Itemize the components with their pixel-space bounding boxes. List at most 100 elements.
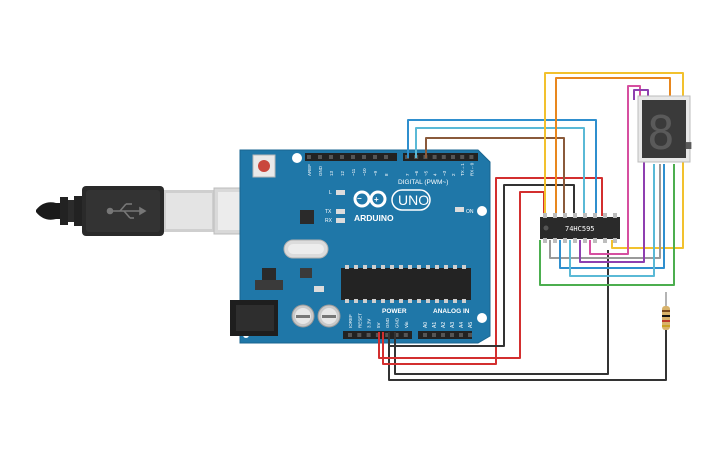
power-pin-label: GND — [395, 317, 400, 328]
power-pin[interactable] — [394, 333, 399, 337]
wire-gray[interactable] — [549, 164, 661, 259]
analog-pin[interactable] — [459, 333, 463, 337]
atmega-pin — [390, 299, 394, 303]
chip-pin[interactable] — [563, 213, 567, 218]
digital-pin-label: 13 — [329, 170, 334, 176]
wire-black-chip[interactable] — [389, 184, 575, 347]
wire-blue-display[interactable] — [559, 164, 665, 269]
wire-purple-display[interactable] — [579, 100, 645, 263]
digital-pin[interactable] — [460, 155, 465, 159]
led-rx-label: RX — [325, 218, 333, 224]
analog-pin[interactable] — [432, 333, 436, 337]
svg-text:+: + — [374, 195, 379, 204]
digital-pin[interactable] — [340, 155, 344, 159]
digital-pin[interactable] — [307, 155, 311, 159]
chip-pin[interactable] — [613, 238, 617, 243]
wire-black-gnd-1[interactable] — [388, 328, 667, 381]
resistor[interactable] — [662, 292, 670, 330]
atmega-pin — [408, 299, 412, 303]
chip-pin[interactable] — [603, 213, 607, 218]
digital-pin[interactable] — [373, 155, 377, 159]
usb-symbol-icon — [106, 203, 147, 219]
digital-pin-label: ~5 — [423, 170, 428, 176]
digital-pin[interactable] — [469, 155, 474, 159]
analog-label: ANALOG IN — [433, 308, 470, 315]
svg-text:−: − — [357, 194, 362, 203]
infinity-logo-icon — [353, 190, 387, 208]
power-label: POWER — [382, 308, 407, 315]
seven-segment-display[interactable]: 8. — [637, 95, 702, 163]
atmega-pin — [363, 299, 367, 303]
analog-pin[interactable] — [450, 333, 454, 337]
wire-orange[interactable] — [555, 77, 671, 216]
wire-brown-pin5[interactable] — [425, 137, 565, 216]
chip-pin[interactable] — [553, 213, 557, 218]
chip-pin[interactable] — [593, 238, 597, 243]
reset-button-icon[interactable] — [252, 154, 276, 178]
digital-pin-label: AREF — [307, 164, 312, 176]
digital-pin[interactable] — [441, 155, 446, 159]
wire-cyan-pin6[interactable] — [415, 127, 585, 216]
atmega-pin — [462, 299, 466, 303]
analog-pin-label: A0 — [423, 322, 429, 328]
atmega-pin — [426, 265, 430, 269]
wire-pink-display[interactable] — [589, 100, 629, 255]
digital-pin-label: RX←0 — [469, 162, 474, 176]
chip-pin[interactable] — [563, 238, 567, 243]
atmega-pin — [444, 299, 448, 303]
atmega-pin — [399, 265, 403, 269]
power-pin[interactable] — [366, 333, 371, 337]
digital-pin-label: GND — [318, 165, 323, 176]
power-pin-label: IOREF — [348, 314, 353, 328]
digital-pin[interactable] — [384, 155, 388, 159]
wire-purple[interactable] — [633, 89, 649, 100]
chip-pin[interactable] — [573, 213, 577, 218]
power-pin[interactable] — [375, 333, 380, 337]
chip-pin[interactable] — [603, 238, 607, 243]
chip-pin[interactable] — [613, 213, 617, 218]
wire-cyan-display[interactable] — [569, 164, 655, 277]
chip-pin[interactable] — [593, 213, 597, 218]
wire-green[interactable] — [539, 164, 675, 286]
chip-pin[interactable] — [553, 238, 557, 243]
analog-pin-label: A4 — [459, 322, 465, 328]
atmega-pin — [390, 265, 394, 269]
wire-black-gnd-2[interactable] — [394, 250, 609, 375]
wire-blue-pin7[interactable] — [407, 119, 597, 216]
analog-pin[interactable] — [423, 333, 427, 337]
chip-pin[interactable] — [583, 213, 587, 218]
digital-pin[interactable] — [362, 155, 366, 159]
chip-pin[interactable] — [583, 238, 587, 243]
power-pin[interactable] — [348, 333, 352, 337]
led-l-label: L — [329, 190, 332, 196]
chip-pin[interactable] — [543, 238, 547, 243]
atmega-pin — [363, 265, 367, 269]
analog-pin-label: A3 — [450, 322, 456, 328]
power-pin-label: GND — [385, 317, 390, 328]
power-pin[interactable] — [403, 333, 408, 337]
digital-pin[interactable] — [451, 155, 455, 159]
digital-pin-label: 8 — [384, 173, 389, 176]
power-pin[interactable] — [357, 333, 362, 337]
digital-pin-label: ~3 — [442, 170, 447, 176]
wire-pink[interactable] — [627, 85, 641, 100]
atmega-pin — [354, 265, 358, 269]
chip-pin[interactable] — [543, 213, 547, 218]
led-on-label: ON — [466, 209, 474, 215]
atmega-pin — [381, 265, 385, 269]
power-pin-label: Vin — [404, 321, 409, 328]
digital-pin[interactable] — [318, 155, 322, 159]
shift-register-chip[interactable]: 74HC595 — [540, 213, 620, 243]
digital-pin[interactable] — [432, 155, 437, 159]
digital-pin-label: ~10 — [362, 168, 367, 176]
chip-pin[interactable] — [573, 238, 577, 243]
digital-pin[interactable] — [351, 155, 355, 159]
analog-pin[interactable] — [468, 333, 472, 337]
digital-pin-label: 12 — [340, 170, 345, 176]
analog-pin-label: A2 — [441, 322, 447, 328]
digital-pin[interactable] — [329, 155, 333, 159]
analog-pin[interactable] — [441, 333, 445, 337]
power-pin[interactable] — [385, 333, 390, 337]
digital-pin-label: TX→1 — [460, 163, 465, 176]
